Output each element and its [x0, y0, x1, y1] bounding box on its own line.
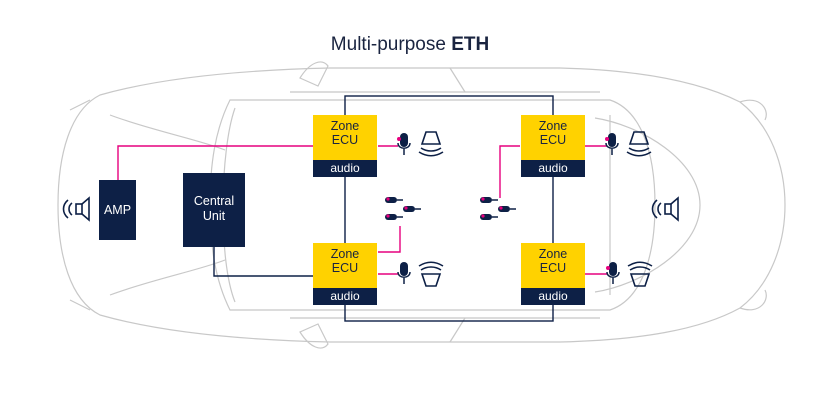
zone-ecu-label: ECU [331, 133, 359, 147]
eth-ring [213, 95, 554, 322]
zone-ecu-label: Zone [538, 247, 568, 261]
audio-tag: audio [313, 160, 377, 177]
title-emphasis: ETH [451, 34, 490, 55]
zone-ecu-label: ECU [539, 133, 567, 147]
diagram-title: Multi-purpose ETH [0, 34, 820, 56]
zone-ecu-label: ECU [331, 261, 359, 275]
car-outline [57, 61, 786, 349]
title-text: Multi-purpose [330, 34, 452, 55]
audio-links [117, 145, 607, 275]
audio-tag: audio [521, 288, 585, 305]
zone-ecu-label: Zone [330, 247, 360, 261]
audio-tag: audio [313, 288, 377, 305]
zone-ecu-label: Zone [538, 119, 568, 133]
central-unit-box: Central Unit [183, 173, 245, 247]
central-unit-line1: Central [193, 194, 235, 208]
audio-tag: audio [521, 160, 585, 177]
central-unit-line2: Unit [202, 209, 226, 223]
amp-box: AMP [99, 180, 136, 240]
zone-ecu-label: ECU [539, 261, 567, 275]
zone-ecu-label: Zone [330, 119, 360, 133]
